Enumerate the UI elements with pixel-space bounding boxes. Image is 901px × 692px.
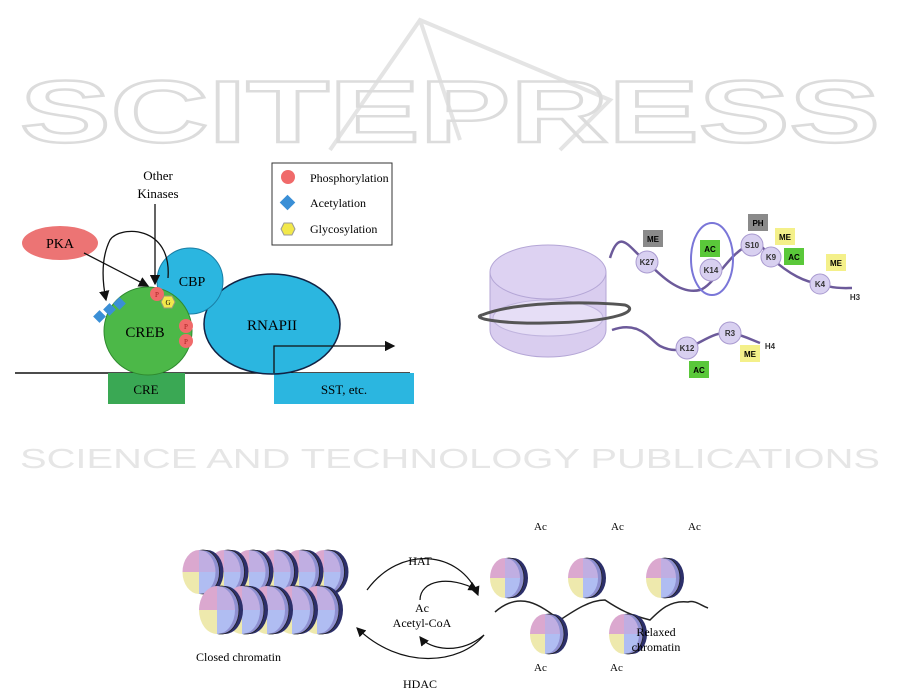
acetyl-marks xyxy=(93,297,126,323)
creb-label: CREB xyxy=(125,325,164,341)
p-mark: P xyxy=(184,338,188,346)
me-mark: ME xyxy=(830,259,843,268)
legend: Phosphorylation Acetylation Glycosylatio… xyxy=(271,162,393,246)
cre-label: CRE xyxy=(133,382,158,397)
nucleosome-disc xyxy=(568,557,606,599)
ac-mark: AC xyxy=(693,366,705,375)
acetylation-icon xyxy=(279,194,296,211)
watermark-book-logo xyxy=(328,17,614,152)
dna-wrap xyxy=(478,301,632,325)
ac-tag: Ac xyxy=(611,521,624,533)
phosphorylation-icon xyxy=(281,170,295,184)
legend-glycosylation: Glycosylation xyxy=(310,222,377,236)
kinase-arrows xyxy=(83,204,169,302)
k14-highlight xyxy=(690,222,734,296)
relaxed-chromatin xyxy=(490,557,709,655)
pka-label: PKA xyxy=(46,237,75,252)
watermark-tagline: SCIENCE AND TECHNOLOGY PUBLICATIONS xyxy=(20,443,880,474)
cre-box xyxy=(108,373,185,404)
ph-mark: PH xyxy=(752,219,763,228)
me-mark: ME xyxy=(647,235,660,244)
ac-mark: AC xyxy=(788,253,800,262)
histone-diagram: ME AC PH ME AC ME ME AC K27 K14 S10 K9 K… xyxy=(478,214,861,378)
residue-s10: S10 xyxy=(745,241,760,250)
residue-r3: R3 xyxy=(725,329,736,338)
legend-phosphorylation: Phosphorylation xyxy=(310,171,389,185)
residue-k14: K14 xyxy=(704,266,719,275)
residue-k4: K4 xyxy=(815,280,826,289)
creb-diagram: Phosphorylation Acetylation Glycosylatio… xyxy=(15,162,414,404)
other-kinases-line1: Other xyxy=(143,168,173,183)
nucleosome-disc xyxy=(646,557,684,599)
h4-label: H4 xyxy=(765,342,776,351)
chromatin-diagram: Closed chromatin Relaxed chromatin HAT A… xyxy=(182,521,709,691)
hdac-label: HDAC xyxy=(403,677,437,691)
me-mark: ME xyxy=(744,350,757,359)
residues xyxy=(635,233,831,360)
rnapii-label: RNAPII xyxy=(247,318,297,334)
closed-chromatin-label: Closed chromatin xyxy=(196,650,281,664)
transcription-arrow xyxy=(273,340,396,373)
relaxed-label-2: chromatin xyxy=(632,640,681,654)
creb-node xyxy=(103,286,193,376)
linker-dna xyxy=(494,599,709,621)
rnapii-node xyxy=(203,273,341,375)
ac-mark: AC xyxy=(704,245,716,254)
glycosylation-icon xyxy=(280,222,296,236)
residue-k9: K9 xyxy=(766,253,777,262)
ac-label: Ac xyxy=(415,601,429,615)
phospho-marks: P P P G xyxy=(150,287,193,348)
hat-label: HAT xyxy=(408,554,432,568)
residue-k12: K12 xyxy=(680,344,695,353)
g-mark: G xyxy=(165,299,170,307)
watermark-brand: SCITEPRESS xyxy=(20,62,880,161)
cbp-label: CBP xyxy=(179,275,206,290)
relaxed-label-1: Relaxed xyxy=(636,625,675,639)
sst-box xyxy=(274,373,414,404)
closed-chromatin xyxy=(182,549,349,635)
sst-label: SST, etc. xyxy=(321,382,367,397)
ac-tag: Ac xyxy=(610,662,623,674)
nucleosome-disc xyxy=(182,549,224,595)
marks: ME AC PH ME AC ME ME AC xyxy=(643,214,846,378)
reaction-arrows xyxy=(356,558,485,659)
p-mark: P xyxy=(155,291,159,299)
ac-tag: Ac xyxy=(534,662,547,674)
h3-label: H3 xyxy=(850,293,861,302)
nucleosome-disc xyxy=(530,613,568,655)
residue-k27: K27 xyxy=(640,258,655,267)
p-mark: P xyxy=(184,323,188,331)
nucleosome-disc xyxy=(199,585,243,635)
me-mark: ME xyxy=(779,233,792,242)
nucleosome-disc xyxy=(490,557,528,599)
ac-tag: Ac xyxy=(688,521,701,533)
ac-tag: Ac xyxy=(534,521,547,533)
other-kinases-line2: Kinases xyxy=(137,186,178,201)
watermark: SCITEPRESS SCIENCE AND TECHNOLOGY PUBLIC… xyxy=(19,17,881,474)
legend-acetylation: Acetylation xyxy=(310,196,366,210)
acetyl-coa-label: Acetyl-CoA xyxy=(393,616,452,630)
nucleosome-disc xyxy=(609,613,647,655)
pka-node xyxy=(22,226,98,260)
